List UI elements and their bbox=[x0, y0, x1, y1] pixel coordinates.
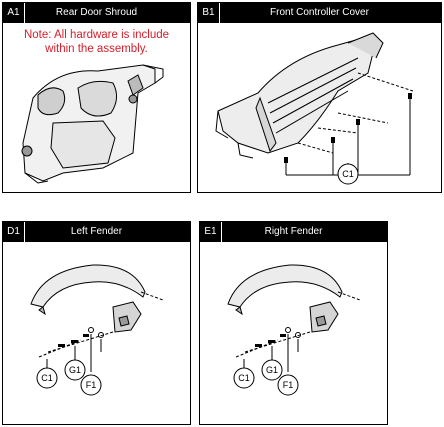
left-fender-illustration: C1 G1 F1 bbox=[30, 264, 164, 396]
panel-right-fender: E1 Right Fender C1 G1 bbox=[199, 221, 388, 425]
panel-header: D1 Left Fender bbox=[3, 222, 190, 242]
panel-title: Left Fender bbox=[70, 226, 123, 237]
callout-f1: F1 bbox=[283, 380, 294, 390]
panel-id: B1 bbox=[198, 3, 220, 23]
panel-id: A1 bbox=[3, 3, 25, 23]
callout-c1: C1 bbox=[238, 373, 250, 383]
panel-header: B1 Front Controller Cover bbox=[198, 3, 441, 23]
front-controller-cover-illustration: C1 bbox=[215, 32, 414, 185]
hardware-note: Note: All hardware is include within the… bbox=[3, 28, 190, 56]
panel-title: Right Fender bbox=[264, 226, 323, 237]
note-line-1: Note: All hardware is include bbox=[23, 29, 170, 41]
callout-g1: G1 bbox=[69, 365, 81, 375]
panel-title: Rear Door Shroud bbox=[55, 7, 138, 18]
panel-id: E1 bbox=[200, 222, 222, 242]
panel-front-controller-cover: B1 Front Controller Cover bbox=[197, 2, 442, 193]
callout-g1: G1 bbox=[266, 365, 278, 375]
panel-id: D1 bbox=[3, 222, 25, 242]
right-fender-illustration: C1 G1 F1 bbox=[227, 264, 361, 396]
panel-left-fender: D1 Left Fender C1 G1 bbox=[2, 221, 191, 425]
panel-header: A1 Rear Door Shroud bbox=[3, 3, 190, 23]
panel-header: E1 Right Fender bbox=[200, 222, 387, 242]
rear-door-shroud-illustration bbox=[21, 64, 164, 184]
callout-c1: C1 bbox=[41, 373, 53, 383]
panel-title: Front Controller Cover bbox=[270, 7, 369, 18]
panel-rear-door-shroud: A1 Rear Door Shroud Note: All hardware i… bbox=[2, 2, 191, 193]
note-line-2: within the assembly. bbox=[45, 43, 148, 55]
callout-f1: F1 bbox=[86, 380, 97, 390]
callout-c1: C1 bbox=[342, 169, 354, 179]
